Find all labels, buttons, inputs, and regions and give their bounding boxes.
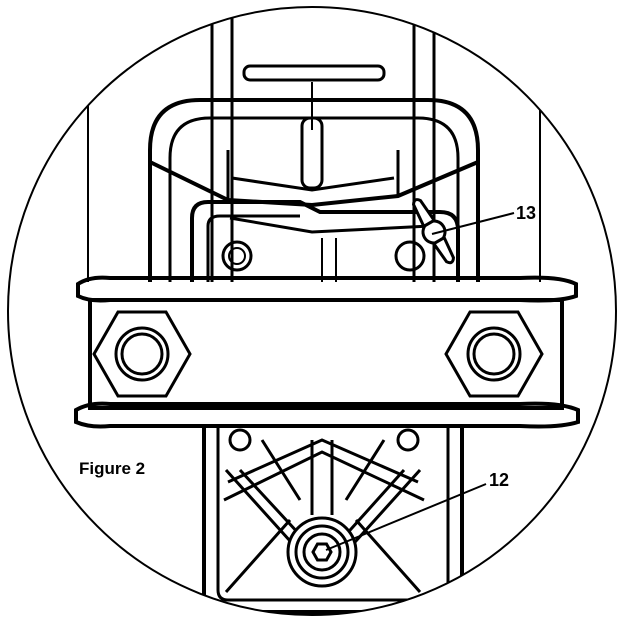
funnel-ribs [149, 116, 479, 208]
lower-hole-left [228, 428, 252, 452]
callout-12-label: 12 [489, 470, 509, 490]
plate-hole-right [394, 240, 426, 272]
mounting-plate [190, 200, 460, 282]
clamp-band [74, 275, 580, 429]
leader-line-13 [431, 212, 515, 235]
upper-housing [87, 7, 541, 282]
figure-caption: Figure 2 [79, 459, 145, 478]
wing-nut [412, 198, 455, 265]
hex-bolt-left [92, 310, 192, 398]
leader-line-12 [325, 483, 487, 551]
plate-hole-left [221, 240, 253, 272]
lower-hole-right [396, 428, 420, 452]
hex-bolt-right [444, 310, 544, 398]
callout-13-label: 13 [516, 203, 536, 223]
drain-plug [286, 516, 358, 588]
